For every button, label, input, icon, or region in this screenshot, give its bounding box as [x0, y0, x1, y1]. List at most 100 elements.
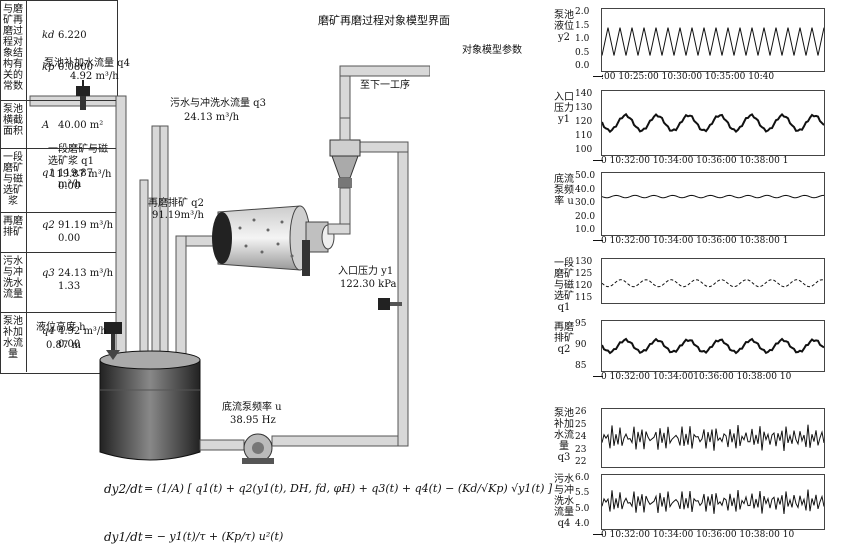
next-stage-label: 至下一工序: [360, 80, 410, 91]
trend-y-tick: 4.0: [575, 519, 590, 529]
trend-label: 再磨排矿 q2: [554, 322, 574, 355]
param-value: 24.13 m³/h: [58, 268, 114, 279]
q4-label: 泵池补加水流量 q4: [44, 58, 130, 69]
trend-y-tick: 125: [575, 269, 593, 279]
trend-legend-dash: [593, 240, 603, 241]
trend-y-tick: 25: [575, 419, 587, 430]
param-name: 再磨排矿: [0, 212, 27, 252]
param-symbol: q4: [42, 326, 55, 337]
trend-legend-dash: [593, 76, 603, 77]
trend-plot: [601, 258, 825, 304]
param-symbol: A: [42, 120, 50, 131]
trend-label: 一段磨矿与磁选矿 q1: [554, 258, 574, 313]
trend-label: 底流泵频率 u: [554, 174, 574, 207]
param-name: 一段磨矿与磁选矿浆: [0, 148, 27, 212]
trend-plot: [601, 90, 825, 156]
trend-line: [601, 337, 825, 355]
trend-line: [601, 489, 825, 515]
param-value: 0.00: [58, 339, 81, 350]
trend-y-tick: 1.0: [575, 34, 590, 44]
trend-x-labels: 0 10:32:00 10:34:0010:36:00 10:38:00 10: [601, 372, 792, 382]
trend-legend-dash: [593, 160, 603, 161]
level-value: 0.87 m: [46, 340, 81, 351]
trend-label: 入口压力 y1: [554, 92, 574, 125]
trend-y-tick: 130: [575, 103, 593, 113]
param-row-q2: 再磨排矿 q2 91.19 m³/h 0.00: [0, 212, 116, 253]
param-name: 污水与冲洗水流量: [0, 252, 27, 312]
param-row-q1: 一段磨矿与磁选矿浆 q1 119.87 m³/h 0.00: [0, 148, 116, 213]
trend-plot: [601, 172, 825, 236]
trend-y-tick: 26: [575, 407, 587, 417]
trend-y-tick: 0.0: [575, 61, 590, 71]
trend-y-tick: 6.0: [575, 473, 590, 483]
param-symbol: q1: [42, 168, 55, 179]
equation-pressure-lhs: dy1/dt: [104, 530, 143, 544]
param-symbol: kp: [42, 62, 55, 73]
trend-line: [601, 27, 825, 56]
param-value: 0.00: [58, 233, 81, 244]
pump-freq-value: 38.95 Hz: [230, 415, 276, 426]
trend-y-tick: 20.0: [575, 211, 596, 222]
q4-valve-icon: [76, 80, 90, 110]
param-row-q4: 泵池补加水流量 q4 4.92 m³/h 0.00: [0, 312, 116, 372]
q3-label: 污水与冲洗水流量 q3: [170, 98, 266, 109]
q2-label: 再磨排矿 q2: [148, 198, 204, 209]
level-label: 液位高度 h: [36, 322, 86, 333]
param-symbol: kd: [42, 30, 55, 41]
underflow-pump-icon: [242, 433, 274, 464]
trend-y-tick: 140: [575, 89, 593, 99]
trend-y-tick: 120: [575, 281, 593, 291]
q1-label-2: 选矿浆 q1: [48, 156, 94, 167]
trend-y-tick: 110: [575, 131, 593, 141]
q1-label-1: 一段磨矿与磁: [48, 144, 108, 155]
trend-label: 污水与冲洗水流量 q4: [554, 474, 574, 529]
trend-y-tick: 10.0: [575, 225, 596, 235]
pressure-gauge-icon: [378, 298, 402, 310]
hydrocyclone: [327, 65, 430, 235]
q2-pipe: [175, 235, 221, 367]
trend-y-tick: 120: [575, 117, 593, 127]
trend-y-tick: 22: [575, 457, 587, 467]
q2-value: 91.19m³/h: [152, 210, 204, 221]
trend-line: [601, 194, 825, 199]
trend-line: [601, 424, 825, 451]
pressure-value: 122.30 kPa: [340, 279, 397, 290]
param-name: 泵池横截面积: [0, 100, 27, 148]
param-value: 1.33: [58, 281, 81, 292]
trend-y-tick: 85: [575, 361, 587, 371]
trend-y-tick: 0.5: [575, 47, 590, 58]
pressure-label: 入口压力 y1: [338, 266, 394, 277]
page-title: 磨矿再磨过程对象模型界面: [318, 14, 450, 27]
equation-level-lhs: dy2/dt: [104, 482, 143, 496]
process-diagram: [29, 65, 430, 464]
trend-x-labels: 0 10:32:00 10:34:00 10:36:00 10:38:00 1: [601, 156, 789, 166]
ball-mill: [212, 205, 335, 276]
trend-line: [601, 279, 825, 288]
q1-pipe: [139, 179, 149, 371]
trend-y-tick: 130: [575, 257, 593, 267]
param-row-area: 泵池横截面积 A 40.00 m²: [0, 100, 116, 149]
pump-tank: [99, 350, 201, 461]
param-symbol: q3: [42, 268, 55, 279]
param-row-constants: 与磨矿再磨过程对象结构有关的常数 kd 6.220 kp 0.0800: [0, 0, 116, 101]
trend-y-tick: 95: [575, 319, 587, 329]
trend-legend-dash: [593, 376, 603, 377]
q4-value: 4.92 m³/h: [70, 71, 119, 82]
param-value: 0.00: [58, 181, 81, 192]
trend-plot: [601, 408, 825, 468]
param-value: 4.92 m³/h: [58, 326, 107, 337]
trend-legend-dash: [593, 534, 603, 535]
trend-y-tick: 90: [575, 340, 587, 350]
trend-plot: [601, 320, 825, 372]
trend-y-tick: 23: [575, 444, 587, 455]
equation-level-rhs: = (1/A) [ q1(t) + q2(y1(t), DH, fd, φH) …: [144, 482, 553, 495]
trend-y-tick: 2.0: [575, 7, 590, 17]
trend-plot: [601, 474, 825, 530]
trend-y-tick: 100: [575, 145, 593, 155]
